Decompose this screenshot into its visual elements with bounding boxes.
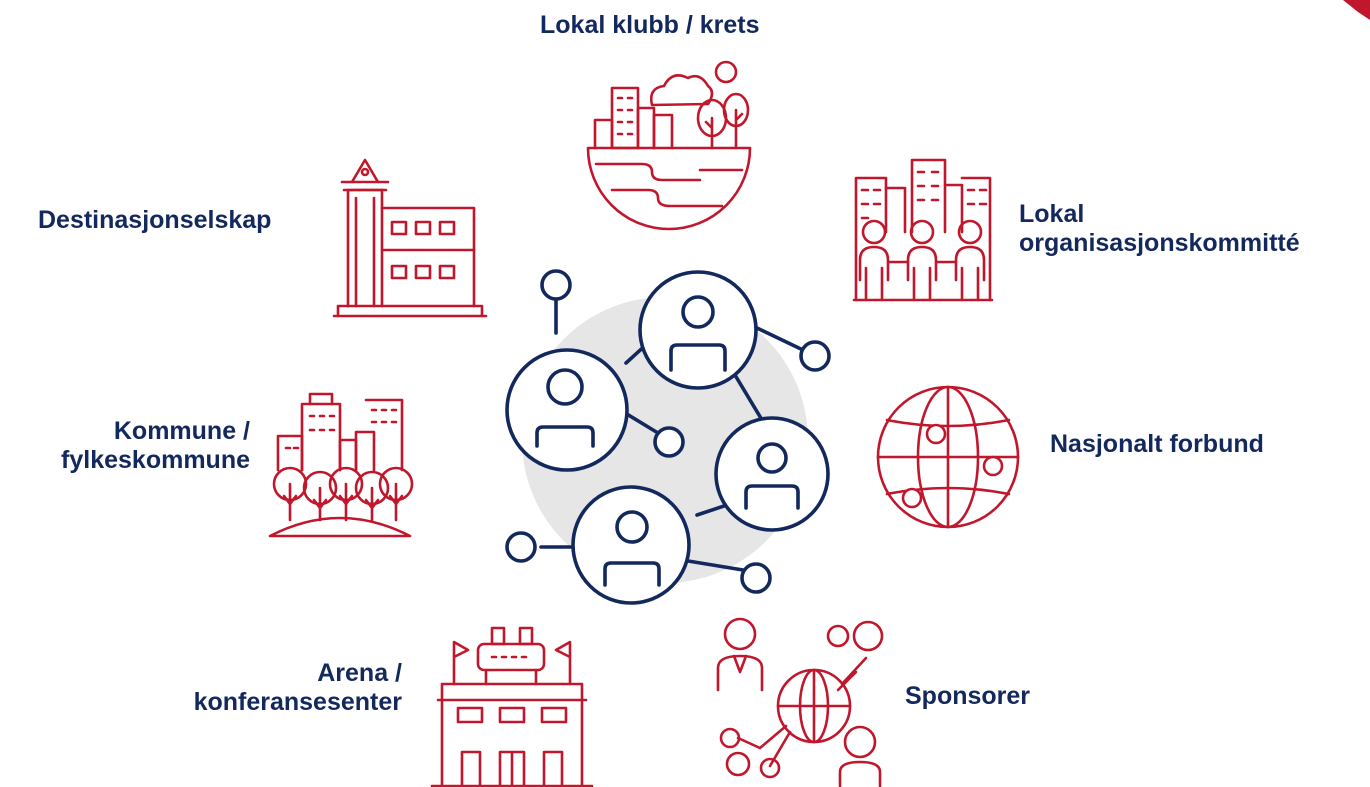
label-kommune: Kommune / fylkeskommune bbox=[61, 417, 250, 474]
arena-building-icon bbox=[430, 626, 594, 787]
label-arena: Arena / konferansesenter bbox=[193, 659, 402, 716]
label-sponsorer: Sponsorer bbox=[905, 682, 1031, 710]
network-people-icon bbox=[505, 269, 831, 605]
city-trees-icon bbox=[268, 392, 414, 538]
label-destinasjonselskap: Destinasjonselskap bbox=[38, 206, 272, 234]
global-network-people-icon bbox=[716, 617, 884, 787]
corner-mark bbox=[1343, 0, 1370, 20]
label-lokal-klubb: Lokal klubb / krets bbox=[540, 11, 760, 39]
tower-building-icon bbox=[332, 158, 488, 318]
people-city-icon bbox=[852, 158, 994, 302]
globe-icon bbox=[876, 385, 1020, 529]
label-lokal-organisasjonskomitte: Lokal organisasjonskommitté bbox=[1019, 200, 1300, 257]
city-park-icon bbox=[586, 60, 752, 231]
label-nasjonalt-forbund: Nasjonalt forbund bbox=[1050, 430, 1264, 458]
